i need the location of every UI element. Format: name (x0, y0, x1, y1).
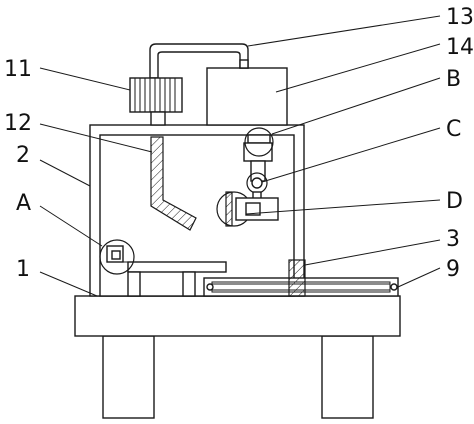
label-d: D (446, 189, 463, 214)
label-3: 3 (446, 227, 460, 252)
label-b: B (446, 67, 461, 92)
motor-fan (129, 77, 183, 113)
detail-b-block (243, 142, 273, 162)
rail-end-right (390, 283, 398, 291)
platform-support-left (127, 271, 141, 297)
detail-b-circle (244, 127, 274, 157)
suction-pipe (150, 136, 197, 231)
detail-a-circle (99, 239, 135, 275)
label-12: 12 (4, 111, 32, 136)
slider-block (288, 259, 306, 297)
base-table (74, 295, 401, 337)
label-1: 1 (16, 257, 30, 282)
platform-support-right (182, 271, 196, 297)
tank (206, 67, 288, 126)
rail-end-left (206, 283, 214, 291)
motor-shaft (150, 111, 166, 126)
top-mount (247, 134, 271, 144)
work-platform (127, 261, 227, 273)
label-14: 14 (446, 35, 474, 60)
label-2: 2 (16, 143, 30, 168)
label-13: 13 (446, 5, 474, 30)
label-c: C (446, 117, 461, 142)
right-leg (321, 335, 374, 419)
label-11: 11 (4, 57, 32, 82)
label-a: A (16, 191, 31, 216)
label-9: 9 (446, 257, 460, 282)
left-leg (102, 335, 155, 419)
